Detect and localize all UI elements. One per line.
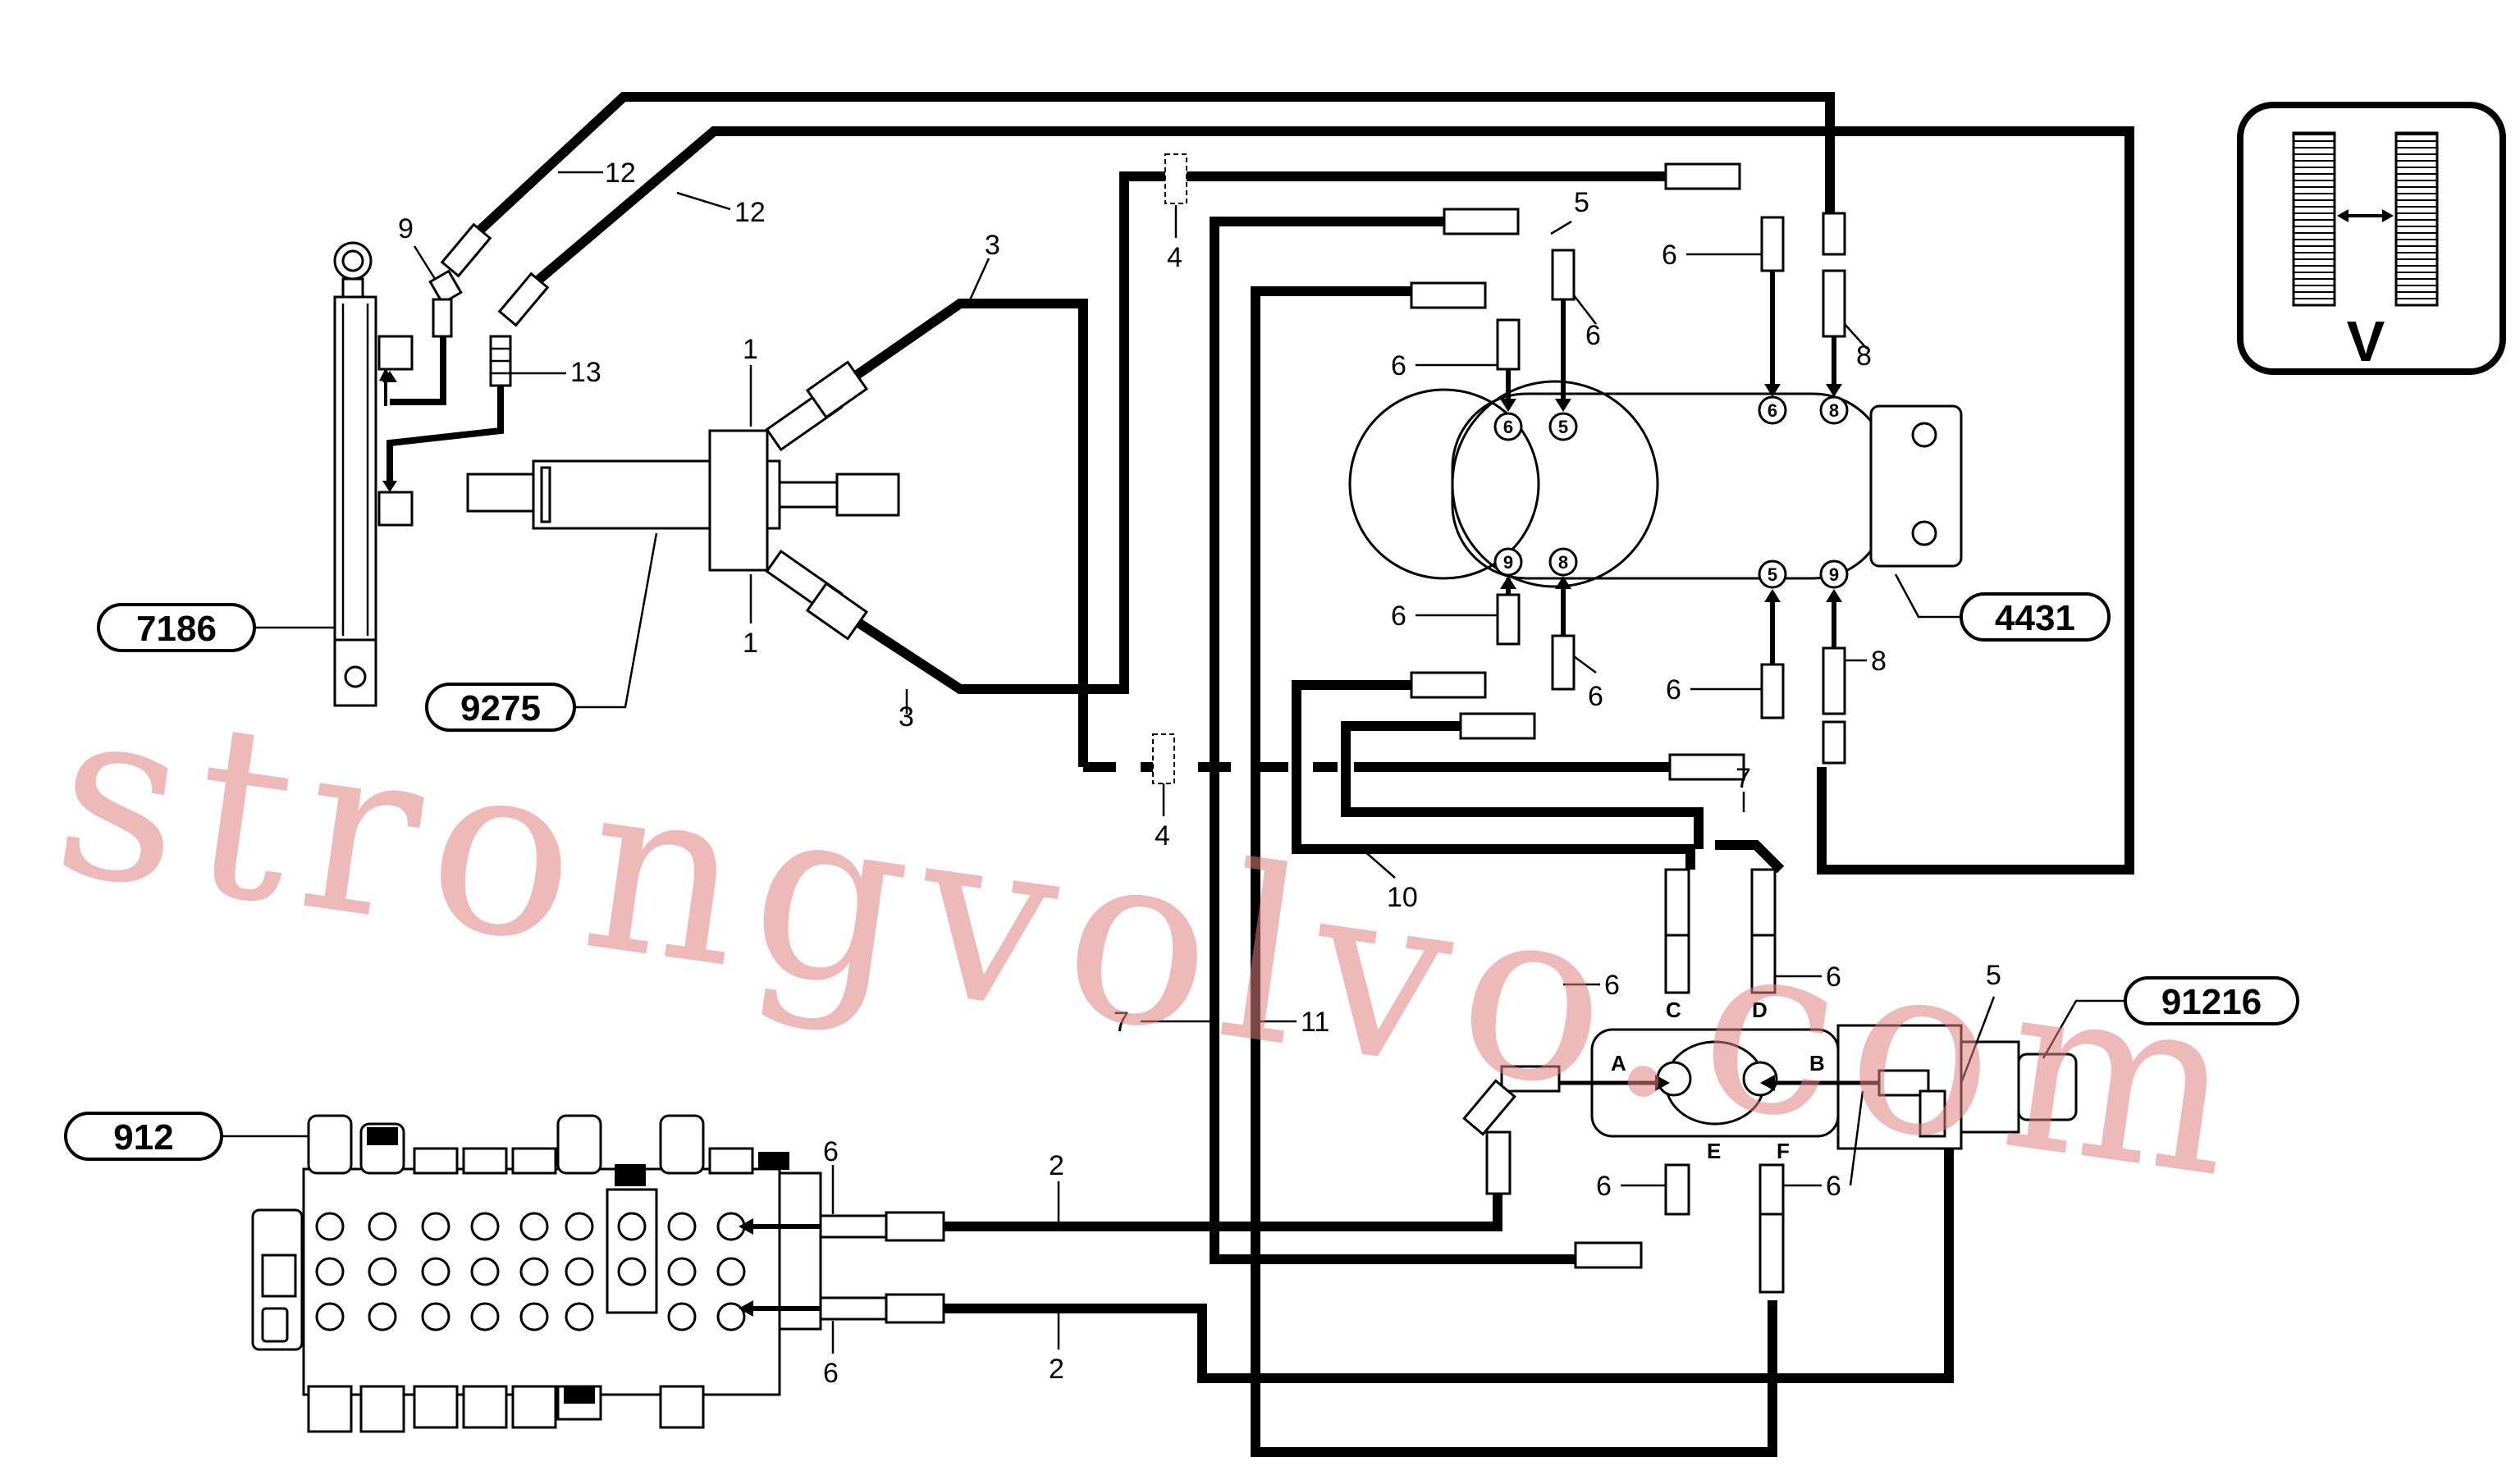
port-marker-8a: 8 [1829,400,1839,421]
port-marker-6b: 6 [1768,400,1777,421]
callouts: 12 12 9 13 3 3 1 1 4 4 5 5 6 6 6 6 6 6 [398,158,2001,1389]
hose-3-upper [850,299,1088,681]
label-4431: 4431 [1995,598,2075,638]
label-91216: 91216 [2161,982,2262,1022]
port-marker-5a: 5 [1558,417,1568,437]
hose-2-upper [940,1194,1502,1231]
control-valve-912-ports [315,1212,746,1331]
motor-4431: 6 5 6 8 9 8 5 9 [1348,380,1963,589]
callout-1a: 1 [743,334,758,365]
hose-3-lower [850,171,1666,694]
component-labels: 7186 9275 4431 912 91216 [64,532,2299,1161]
callout-6-1: 6 [1662,240,1677,271]
callout-6-5: 6 [1588,681,1603,712]
callout-6-3: 6 [1391,350,1406,381]
callout-13: 13 [570,357,601,388]
motor-port-fittings [1152,153,1846,784]
label-912: 912 [113,1117,173,1158]
callout-4a: 4 [1167,242,1182,273]
callout-5a: 5 [1574,187,1589,218]
callout-7b: 7 [1114,1007,1129,1038]
hose-10 [1292,680,1695,870]
port-marker-6a: 6 [1503,417,1513,437]
port-marker-8b: 8 [1558,552,1568,573]
callout-2a: 2 [1049,1150,1064,1181]
fittings-12-13-9 [428,222,550,387]
callout-12a: 12 [605,158,636,189]
callout-6-4: 6 [1391,601,1406,632]
control-valve-912 [251,1114,945,1433]
cylinder-7186-body [333,295,377,643]
valve-port-C: C [1666,998,1681,1022]
hose-7b [1715,840,1785,874]
port-marker-9b: 9 [1829,564,1839,585]
callout-11: 11 [1301,1007,1329,1038]
hoses [472,92,2134,1457]
callout-6-9: 6 [1596,1171,1612,1202]
valve-port-D: D [1752,998,1768,1022]
cylinder-9275 [466,360,900,641]
hose-7 [1341,721,1704,849]
callout-3a: 3 [985,230,1000,261]
callout-8b: 8 [1871,646,1887,677]
callout-6-7: 6 [1604,970,1620,1001]
callout-7a: 7 [1736,763,1751,794]
valve-port-F: F [1777,1139,1790,1163]
callout-1b: 1 [743,628,758,659]
label-7186: 7186 [136,609,217,649]
callout-4b: 4 [1155,820,1170,852]
valve-port-B: B [1809,1051,1825,1076]
port-marker-9a: 9 [1503,552,1513,573]
hose-12-outer [472,92,1835,238]
valve-port-A: A [1611,1051,1626,1076]
hose-2-lower [940,1144,1954,1383]
callout-8a: 8 [1856,340,1872,372]
label-9275: 9275 [460,688,541,728]
port-marker-5b: 5 [1768,564,1777,585]
callout-12b: 12 [734,197,766,228]
callout-6-11: 6 [823,1136,839,1167]
callout-6-8: 6 [1826,961,1841,993]
hose-5-upper [1210,217,1592,1264]
view-label: V [2347,309,2385,373]
cylinder-7186 [333,241,504,707]
callout-10: 10 [1387,882,1418,913]
callout-2b: 2 [1049,1354,1064,1385]
valve-port-E: E [1707,1139,1721,1163]
callout-9: 9 [398,213,414,244]
hose-11 [1251,286,1777,1457]
callout-6-2: 6 [1585,320,1601,351]
callout-6-6: 6 [1666,674,1681,706]
callout-6-10: 6 [1826,1171,1841,1202]
view-v-symbol: V [2237,102,2506,375]
callout-5b: 5 [1986,960,2001,991]
callout-6-12: 6 [823,1358,839,1389]
hose-12-inner [522,126,2134,875]
callout-3b: 3 [899,701,914,733]
